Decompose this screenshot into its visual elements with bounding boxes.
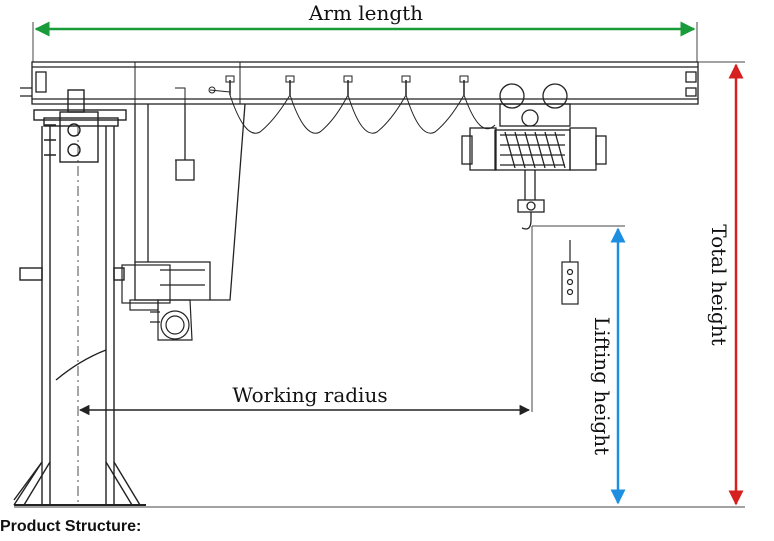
lifting-height-label: Lifting height <box>590 317 614 455</box>
electric-hoist <box>461 83 607 230</box>
arm-length-label: Arm length <box>308 1 423 25</box>
arm-bracket <box>134 103 246 301</box>
pendant-control <box>561 240 579 305</box>
arm-length-dimension: Arm length <box>32 1 698 62</box>
working-radius-dimension: Working radius <box>78 226 533 416</box>
festoon-cable <box>175 75 496 161</box>
caption: Product Structure: <box>0 518 142 535</box>
column <box>13 89 146 506</box>
lifting-height-dimension: Lifting height <box>532 225 626 505</box>
total-height-dimension: Total height <box>14 61 745 508</box>
slewing-motor <box>121 264 193 341</box>
working-radius-label: Working radius <box>232 383 387 407</box>
jib-arm <box>20 61 699 105</box>
total-height-label: Total height <box>707 224 731 345</box>
